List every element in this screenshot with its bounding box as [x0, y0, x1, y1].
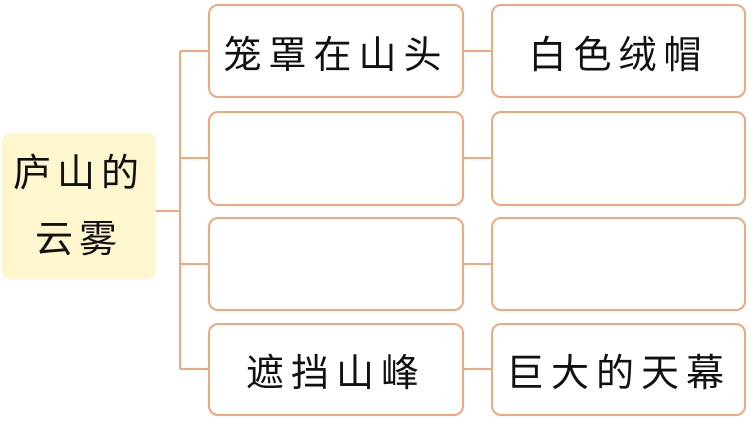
phrase-box-row4-right: 巨大的天幕 [491, 323, 746, 416]
root-label-line1: 庐山的 [12, 151, 145, 195]
blank-answer-box-row3-left[interactable] [208, 217, 464, 311]
blank-answer-box-row2-left[interactable] [208, 111, 464, 206]
phrase-box-row4-left: 遮挡山峰 [208, 323, 464, 416]
phrase-text: 遮挡山峰 [245, 351, 426, 395]
phrase-box-row1-right: 白色绒帽 [491, 4, 746, 98]
blank-answer-box-row3-right[interactable] [491, 217, 746, 311]
blank-answer-box-row2-right[interactable] [491, 111, 746, 206]
phrase-box-row1-left: 笼罩在山头 [208, 4, 464, 98]
root-label-line2: 云雾 [34, 217, 123, 261]
root-node: 庐山的 云雾 [2, 133, 156, 279]
phrase-text: 巨大的天幕 [505, 351, 731, 395]
phrase-text: 白色绒帽 [528, 32, 709, 77]
phrase-text: 笼罩在山头 [223, 32, 449, 77]
